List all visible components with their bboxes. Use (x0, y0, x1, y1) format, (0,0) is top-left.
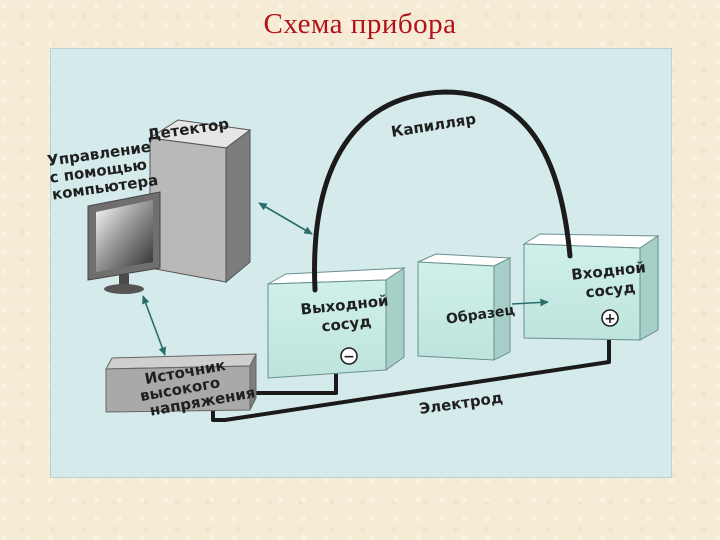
plus-terminal (601, 309, 619, 327)
minus-sign: − (343, 349, 355, 365)
capillary-tube (312, 89, 573, 293)
computer-control-label: Управление с помощью компьютера (46, 138, 159, 204)
detector-box (148, 119, 252, 284)
computer-power-arrow (142, 295, 166, 356)
capillary-label: Капилляр (390, 110, 478, 141)
outlet-vial-line-2: сосуд (321, 312, 373, 335)
sample-arrow (511, 298, 549, 307)
detector-capillary-arrow (258, 202, 313, 235)
sample-vial (417, 253, 512, 361)
plus-sign: + (604, 311, 616, 327)
slide-title: Схема прибора (263, 8, 457, 40)
high-voltage-source-box (105, 353, 257, 413)
computer-monitor (87, 191, 161, 294)
minus-terminal (340, 347, 358, 365)
inlet-vial-line-2: сосуд (585, 278, 637, 301)
electrode-label: Электрод (418, 388, 504, 418)
